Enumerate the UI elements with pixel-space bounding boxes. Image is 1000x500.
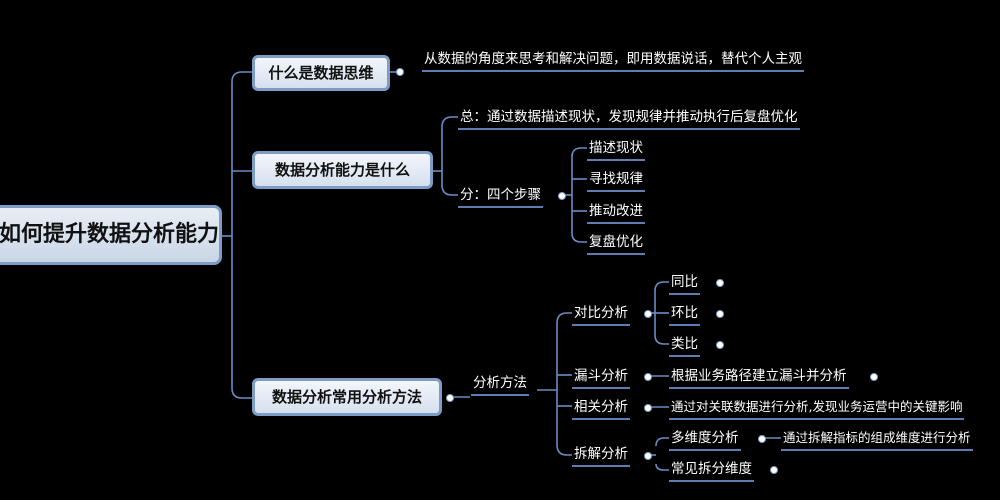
collapse-dot[interactable]: [770, 466, 778, 474]
collapse-dot[interactable]: [716, 341, 724, 349]
topic-analysis-ability[interactable]: 数据分析能力是什么: [252, 151, 433, 189]
method-funnel[interactable]: 漏斗分析: [572, 365, 630, 389]
topic-data-thinking[interactable]: 什么是数据思维: [252, 55, 390, 91]
detail-data-thinking[interactable]: 从数据的角度来思考和解决问题，即用数据说话，替代个人主观: [422, 48, 804, 72]
collapse-dot[interactable]: [758, 435, 766, 443]
collapse-dot[interactable]: [644, 452, 652, 460]
correlation-detail[interactable]: 通过对关联数据进行分析,发现业务运营中的关键影响: [669, 396, 965, 420]
topic-analysis-methods[interactable]: 数据分析常用分析方法: [252, 378, 442, 416]
step-node[interactable]: 推动改进: [587, 200, 645, 224]
collapse-dot[interactable]: [716, 279, 724, 287]
method-compare[interactable]: 对比分析: [572, 302, 630, 326]
collapse-dot[interactable]: [644, 373, 652, 381]
compare-item[interactable]: 类比: [669, 333, 700, 357]
collapse-dot[interactable]: [396, 68, 404, 76]
common-dimensions-node[interactable]: 常见拆分维度: [669, 458, 754, 482]
step-node[interactable]: 复盘优化: [587, 231, 645, 255]
collapse-dot[interactable]: [644, 310, 652, 318]
collapse-dot[interactable]: [644, 404, 652, 412]
method-decompose[interactable]: 拆解分析: [572, 443, 630, 467]
collapse-dot[interactable]: [446, 394, 454, 402]
multi-dimension-detail[interactable]: 通过拆解指标的组成维度进行分析: [781, 427, 973, 451]
steps-label-node[interactable]: 分：四个步骤: [458, 184, 543, 208]
collapse-dot[interactable]: [870, 373, 878, 381]
step-node[interactable]: 描述现状: [587, 137, 645, 161]
methods-label-node[interactable]: 分析方法: [471, 372, 529, 396]
method-correlation[interactable]: 相关分析: [572, 396, 630, 420]
collapse-dot[interactable]: [558, 192, 566, 200]
summary-node[interactable]: 总：通过数据描述现状，发现规律并推动执行后复盘优化: [458, 106, 800, 130]
compare-item[interactable]: 同比: [669, 271, 700, 295]
collapse-dot[interactable]: [716, 310, 724, 318]
multi-dimension-node[interactable]: 多维度分析: [669, 427, 741, 451]
step-node[interactable]: 寻找规律: [587, 168, 645, 192]
compare-item[interactable]: 环比: [669, 302, 700, 326]
funnel-detail[interactable]: 根据业务路径建立漏斗并分析: [669, 365, 849, 389]
root-topic[interactable]: 如何提升数据分析能力: [0, 205, 222, 265]
